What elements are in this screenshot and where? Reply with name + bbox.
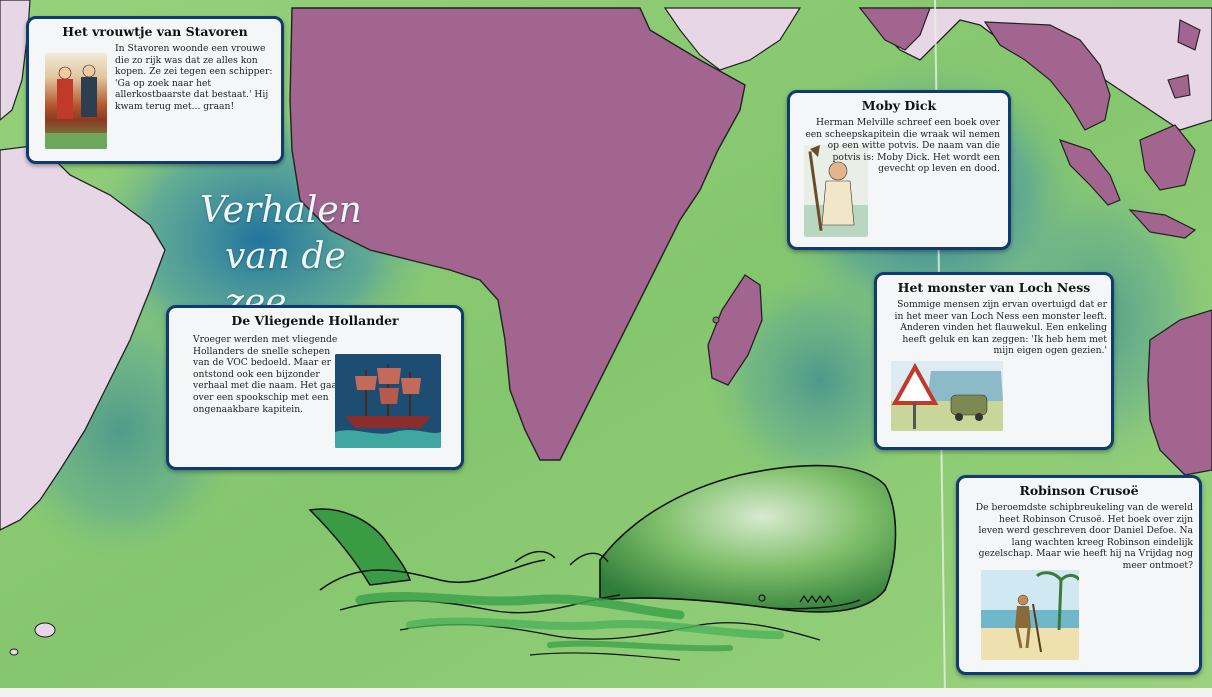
- stavoren-illustration: [45, 53, 107, 149]
- whale-illustration: [308, 464, 897, 661]
- card-title: Het monster van Loch Ness: [897, 280, 1091, 295]
- card-title: Moby Dick: [861, 98, 937, 113]
- card-text: Vroeger werden met vliegende Hollanders …: [193, 334, 341, 415]
- page-heading: Verhalen van de zee: [170, 188, 400, 326]
- card-title: Het vrouwtje van Stavoren: [62, 24, 248, 39]
- story-card-robinson-crusoe: Robinson Crusoë De beroemdste schipbreuk…: [956, 475, 1202, 675]
- card-title: De Vliegende Hollander: [231, 313, 399, 328]
- ghost-ship-illustration: [335, 354, 441, 448]
- story-card-vliegende-hollander: De Vliegende Hollander Vroeger werden me…: [166, 305, 464, 470]
- warning-sign-illustration: [891, 361, 1003, 431]
- heading-line-1: Verhalen: [200, 190, 362, 231]
- card-text: De beroemdste schipbreukeling van de wer…: [975, 502, 1193, 571]
- story-card-stavoren: Het vrouwtje van Stavoren In Stavoren wo…: [26, 16, 284, 164]
- story-card-moby-dick: Moby Dick Herman Melville schreef een bo…: [787, 90, 1011, 250]
- card-text: Sommige mensen zijn ervan overtuigd dat …: [894, 299, 1107, 357]
- captain-ahab-illustration: [804, 145, 868, 237]
- card-text: Herman Melville schreef een boek over ee…: [805, 117, 1000, 175]
- africa-land: [289, 7, 746, 461]
- card-text: In Stavoren woonde een vrouwe die zo rij…: [115, 43, 273, 112]
- card-title: Robinson Crusoë: [1019, 483, 1139, 498]
- castaway-illustration: [981, 570, 1079, 660]
- story-card-loch-ness: Het monster van Loch Ness Sommige mensen…: [874, 272, 1114, 450]
- south-america-land: [0, 144, 166, 531]
